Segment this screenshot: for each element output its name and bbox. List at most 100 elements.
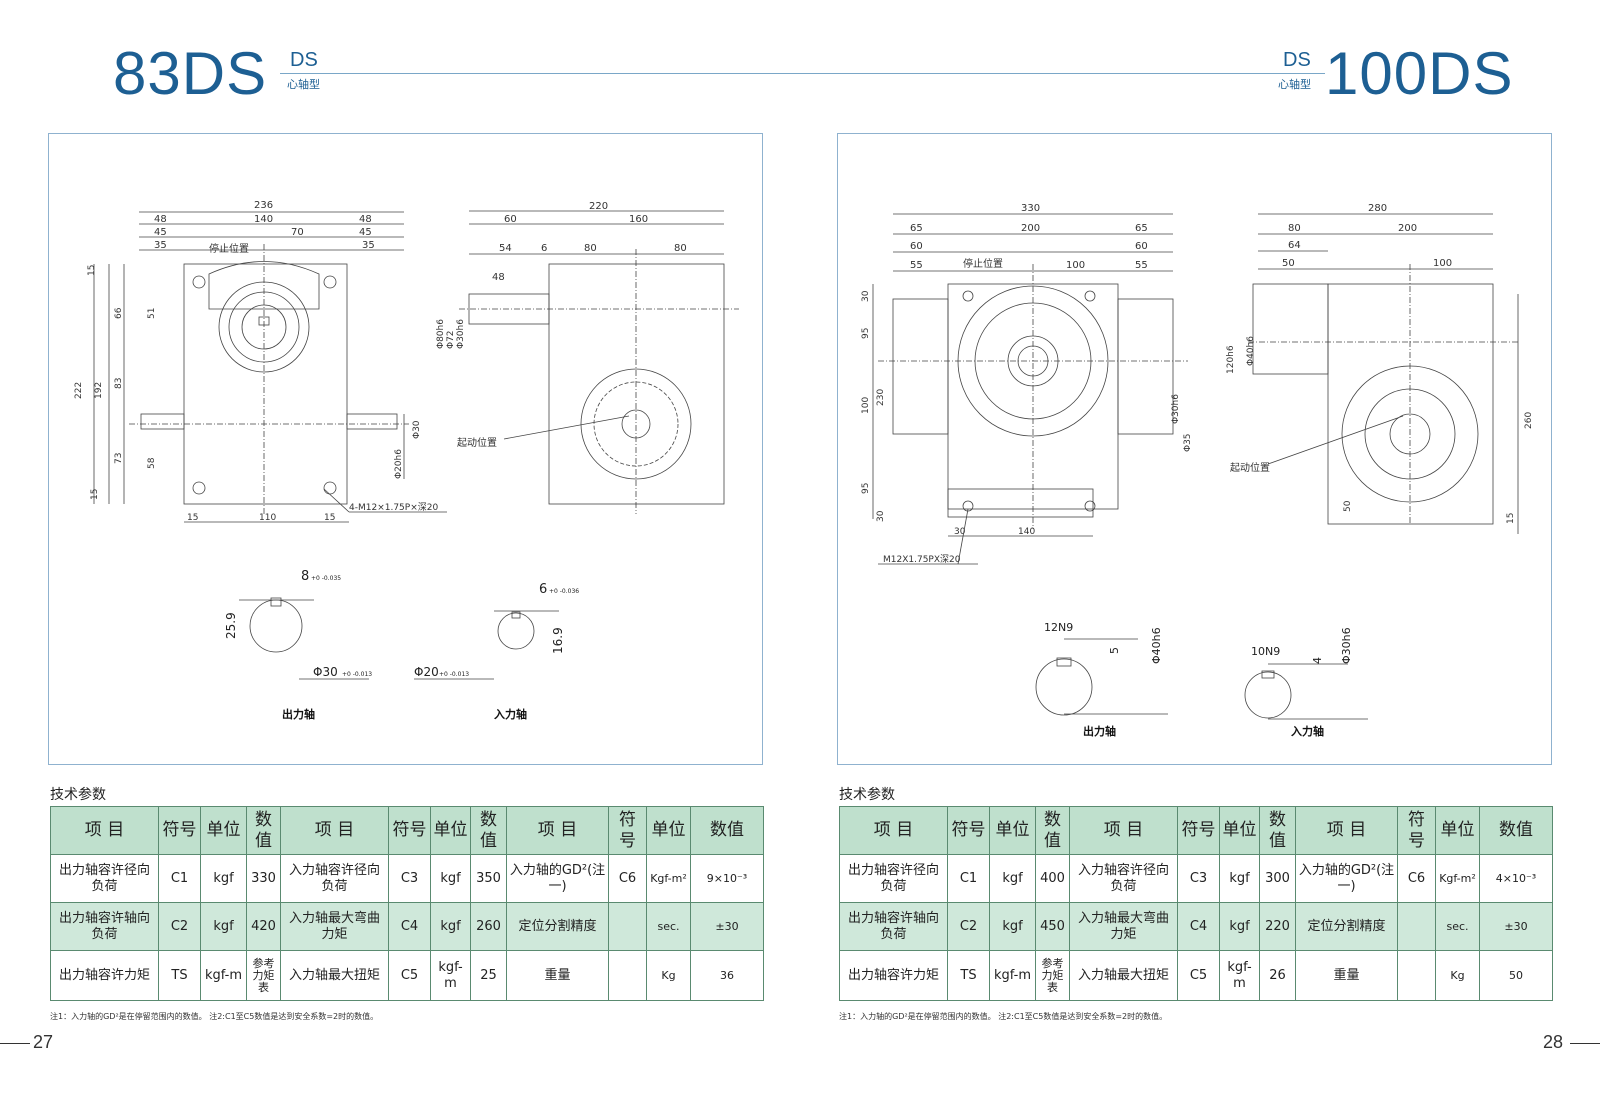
right-leader-line <box>957 508 969 565</box>
header-cell: 符号 <box>388 806 431 855</box>
header-cell: 项 目 <box>50 806 159 855</box>
header-cell: 单位 <box>1435 806 1480 855</box>
left-out-key-tol: +0 -0.035 <box>311 575 341 582</box>
left-side-body <box>548 263 725 505</box>
table-cell: C5 <box>1177 950 1220 1001</box>
table-cell: 400 <box>1035 854 1070 903</box>
table-cell: 出力轴容许径向负荷 <box>50 854 159 903</box>
right-dim-text: 230 <box>876 389 886 406</box>
left-out-dia-dim: Φ30 <box>313 665 338 679</box>
right-dim-text: 30 <box>876 510 886 522</box>
table-cell: C6 <box>1397 854 1436 903</box>
left-in-key-tol: +0 -0.036 <box>549 588 579 595</box>
right-out-key-dim: 12N9 <box>1044 621 1073 634</box>
table-cell: C5 <box>388 950 431 1001</box>
left-dim-text: Φ30h6 <box>456 319 466 349</box>
table-cell: 4×10⁻³ <box>1479 854 1553 903</box>
right-side-shaft <box>1252 283 1329 375</box>
table-cell: kgf <box>200 902 247 951</box>
left-page-number: 27 <box>33 1032 54 1052</box>
table-header-row: 项 目 符号 单位 数值 项 目 符号 单位 数值 项 目 符号 单位 数值 <box>50 806 764 855</box>
left-bolt-label: 4-M12×1.75P×深20 <box>349 502 438 513</box>
left-front-flange <box>208 261 320 310</box>
left-out-shaft-key <box>270 597 282 607</box>
left-dim-text: 35 <box>362 240 375 251</box>
right-dim-text: 100 <box>861 397 871 414</box>
right-out-shaft-section <box>1035 658 1093 716</box>
right-dim-text: 200 <box>1021 223 1040 234</box>
table-cell: 350 <box>470 854 507 903</box>
left-dim-text: 54 <box>499 243 512 254</box>
header-cell: 数值 <box>690 806 764 855</box>
left-out-shaft-section <box>249 599 303 653</box>
right-dim-text: 55 <box>1135 260 1148 271</box>
left-dim-text: 45 <box>359 227 372 238</box>
header-cell: 单位 <box>646 806 691 855</box>
header-cell: 符号 <box>158 806 201 855</box>
header-cell: 数值 <box>246 806 281 855</box>
left-footnote: 注1：入力轴的GD²是在停留范围内的数值。 注2:C1至C5数值是达到安全系数=… <box>50 1012 379 1021</box>
table-cell: 入力轴最大弯曲力矩 <box>280 902 389 951</box>
left-in-shaft-label: 入力轴 <box>494 707 527 721</box>
right-spec-title: 技术参数 <box>839 787 895 803</box>
left-out-dia-tol: +0 -0.013 <box>342 671 372 678</box>
right-dim-text: 15 <box>1506 513 1516 524</box>
left-in-shaft-stub <box>346 413 398 430</box>
table-cell: 260 <box>470 902 507 951</box>
left-dim-text: Φ20h6 <box>394 449 404 479</box>
right-out-flange <box>892 298 949 435</box>
table-cell: kgf <box>1219 902 1260 951</box>
right-bolt-hole <box>1084 500 1096 512</box>
right-in-flange <box>1117 298 1174 435</box>
table-cell: 300 <box>1259 854 1296 903</box>
right-bolt-hole <box>962 290 974 302</box>
left-out-key-dim: 8 <box>301 569 309 584</box>
right-dim-text: 100 <box>1433 258 1452 269</box>
table-cell <box>608 950 647 1001</box>
right-dim-text: 200 <box>1398 223 1417 234</box>
right-dim-text: 100 <box>1066 260 1085 271</box>
left-dim-text: 48 <box>359 214 372 225</box>
table-cell: 9×10⁻³ <box>690 854 764 903</box>
table-cell: C3 <box>1177 854 1220 903</box>
table-cell: 入力轴的GD²(注一) <box>506 854 609 903</box>
left-spec-table: 项 目 符号 单位 数值 项 目 符号 单位 数值 项 目 符号 单位 数值 出… <box>50 806 764 1001</box>
right-dim-text: 120h6 <box>1226 345 1236 374</box>
left-dim-text: 83 <box>114 378 124 389</box>
left-stop-label: 停止位置 <box>209 242 249 255</box>
table-cell: kgf-m <box>200 950 247 1001</box>
header-cell: 数值 <box>470 806 507 855</box>
right-dim-text: 60 <box>910 241 923 252</box>
table-cell: 450 <box>1035 902 1070 951</box>
table-cell: 出力轴容许轴向负荷 <box>839 902 948 951</box>
table-cell: 定位分割精度 <box>506 902 609 951</box>
right-model-title: 100DS <box>1325 40 1514 107</box>
left-dim-text: 160 <box>629 214 648 225</box>
left-dim-text: 80 <box>584 243 597 254</box>
left-dim-text: 15 <box>187 513 198 523</box>
table-row: 出力轴容许轴向负荷 C2 kgf 450 入力轴最大弯曲力矩 C4 kgf 22… <box>839 902 1553 951</box>
left-dim-text: 70 <box>291 227 304 238</box>
left-start-label: 起动位置 <box>457 436 497 449</box>
left-bolt-hole <box>192 275 206 289</box>
table-cell: kgf-m <box>430 950 471 1001</box>
left-in-dia-dim: Φ20 <box>414 665 439 679</box>
table-cell: 25 <box>470 950 507 1001</box>
table-cell: 26 <box>1259 950 1296 1001</box>
left-out-shaft-stub <box>140 413 185 430</box>
left-out-depth-dim: 25.9 <box>224 612 238 639</box>
left-dim-text: Φ72 <box>446 330 456 349</box>
right-in-depth-dim: 4 <box>1311 657 1324 664</box>
table-cell: C6 <box>608 854 647 903</box>
table-cell: kgf <box>200 854 247 903</box>
table-cell: 定位分割精度 <box>1295 902 1398 951</box>
table-cell: kgf-m <box>989 950 1036 1001</box>
left-dim-text: 192 <box>94 382 104 399</box>
table-cell <box>608 902 647 951</box>
right-in-dia-dim: Φ30h6 <box>1340 627 1353 664</box>
right-in-shaft-label: 入力轴 <box>1291 724 1324 738</box>
table-cell: 出力轴容许力矩 <box>50 950 159 1001</box>
table-cell: 入力轴最大扭矩 <box>280 950 389 1001</box>
table-cell: 出力轴容许轴向负荷 <box>50 902 159 951</box>
right-ds-label: DS <box>1283 49 1311 71</box>
